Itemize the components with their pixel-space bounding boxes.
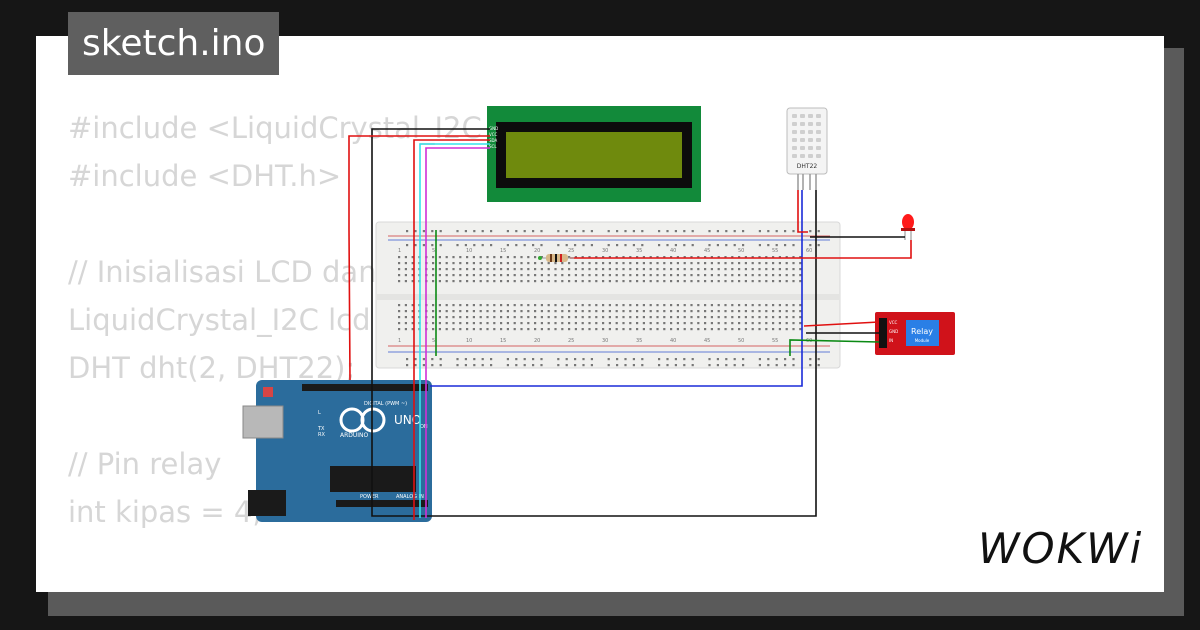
dht22-sensor: DHT22: [786, 107, 828, 190]
breadboard-column-number: 55: [772, 248, 778, 254]
breadboard-column-number: 10: [466, 248, 472, 254]
lcd-pin-label: GND: [489, 126, 498, 131]
wire-blue-dht-data: [430, 190, 803, 387]
breadboard-column-number: 5: [432, 338, 435, 344]
lcd-pin-label: SDA: [489, 138, 498, 143]
breadboard-column-number: 1: [398, 338, 401, 344]
breadboard-column-number: 30: [602, 338, 608, 344]
relay-pin-label: IN: [889, 338, 893, 343]
breadboard-column-number: 50: [738, 248, 744, 254]
relay-pin-label: VCC: [889, 320, 898, 325]
code-line: DHT dht(2, DHT22);: [68, 351, 356, 385]
arduino-uno-label: UNO: [394, 413, 421, 427]
wires: [348, 128, 912, 520]
breadboard-column-number: 5: [432, 248, 435, 254]
wire-red-dht-vcc: [797, 190, 808, 233]
breadboard-column-number: 25: [568, 338, 574, 344]
breadboard-column-number: 45: [704, 248, 710, 254]
code-line: #include <DHT.h>: [68, 159, 342, 193]
relay-label: Relay: [911, 327, 933, 336]
wokwi-logo: WOKWi: [978, 524, 1144, 573]
breadboard-column-number: 40: [670, 338, 676, 344]
breadboard-column-number: 30: [602, 248, 608, 254]
code-line: // Pin relay: [68, 447, 222, 481]
arduino-power-label: POWER: [360, 494, 379, 500]
breadboard-column-number: 10: [466, 338, 472, 344]
breadboard: 1155101015152020252530303535404045455050…: [375, 221, 841, 369]
breadboard-column-number: 20: [534, 248, 540, 254]
breadboard-column-number: 35: [636, 338, 642, 344]
arduino-tx-label: TX: [317, 426, 325, 432]
breadboard-column-number: 1: [398, 248, 401, 254]
resistor: [538, 254, 574, 262]
arduino-digital-label: DIGITAL (PWM ~): [364, 401, 407, 407]
lcd-pin-label: VCC: [489, 132, 498, 137]
wire-red-relay-vcc: [803, 321, 880, 327]
wire-magenta-lcd-scl: [425, 147, 490, 518]
red-led: [901, 214, 915, 256]
breadboard-column-number: 40: [670, 248, 676, 254]
relay-sub-label: Module: [915, 338, 930, 343]
breadboard-column-number: 55: [772, 338, 778, 344]
breadboard-column-number: 15: [500, 248, 506, 254]
code-line: int kipas = 4;: [68, 495, 263, 529]
code-line: // Inisialisasi LCD dan: [68, 255, 377, 289]
breadboard-column-number: 20: [534, 338, 540, 344]
breadboard-column-numbers: 1155101015152020252530303535404045455050…: [398, 248, 812, 344]
code-background: #include <LiquidCrystal_I2C#include <DHT…: [68, 104, 482, 592]
relay-module: Relay Module VCC GND IN: [875, 312, 955, 355]
arduino-uno: UNO ARDUINO DIGITAL (PWM ~) POWER ANALOG…: [242, 380, 432, 522]
breadboard-column-number: 35: [636, 248, 642, 254]
breadboard-column-number: 15: [500, 338, 506, 344]
wire-green-relay-in: [789, 339, 880, 356]
lcd-pin-label: SCL: [489, 144, 497, 149]
wire-red-led-resistor: [570, 240, 912, 259]
sketch-filename: sketch.ino: [68, 12, 280, 75]
arduino-rx-label: RX: [318, 432, 325, 438]
relay-pin-label: GND: [889, 329, 898, 334]
code-line: void setup() {: [68, 584, 482, 592]
breadboard-column-number: 50: [738, 338, 744, 344]
arduino-analog-label: ANALOG IN: [396, 494, 424, 500]
wire-red-lcd-vcc: [348, 135, 490, 381]
arduino-brand: ARDUINO: [340, 432, 369, 439]
wire-black-lcd-gnd: [371, 128, 817, 517]
wire-cyan-lcd-sda: [419, 143, 490, 518]
wire-red-lcd-vcc-2: [413, 139, 490, 520]
breadboard-column-number: 60: [806, 248, 812, 254]
dht22-label: DHT22: [797, 163, 818, 170]
arduino-l-label: L: [318, 410, 321, 416]
breadboard-column-number: 45: [704, 338, 710, 344]
breadboard-column-number: 25: [568, 248, 574, 254]
arduino-on-label: ON: [420, 424, 428, 430]
